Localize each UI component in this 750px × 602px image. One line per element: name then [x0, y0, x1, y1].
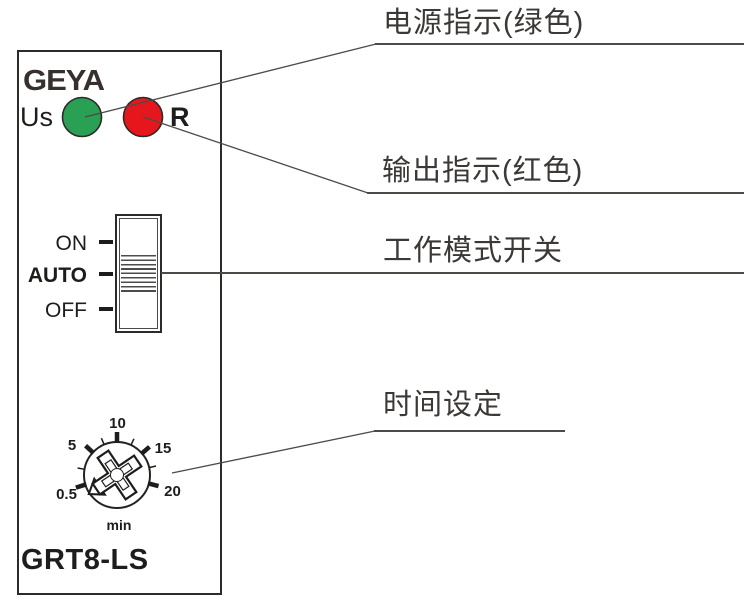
dial-scale-0.5: 0.5: [56, 486, 77, 503]
switch-position-on: ON: [55, 232, 88, 255]
dial-scale-20: 20: [164, 483, 181, 500]
mode-switch-track: [119, 218, 158, 329]
dial-center-hub: [110, 468, 124, 482]
dial-minor-ticks: [77, 437, 157, 471]
switch-position-off: OFF: [45, 299, 87, 322]
switch-tick-off: [99, 307, 113, 311]
time-dial[interactable]: 0.5 5 10 15 20 min: [40, 405, 190, 540]
dial-scale-15: 15: [155, 440, 172, 457]
switch-tick-auto: [99, 272, 113, 276]
mode-switch-knob[interactable]: [121, 255, 156, 294]
callout-time-setting: 时间设定: [383, 389, 504, 421]
callout-output-indicator: 输出指示(红色): [382, 155, 584, 187]
time-dial-knob[interactable]: [75, 440, 152, 514]
dial-unit-label: min: [107, 517, 132, 533]
device-panel: GEYA Us R ON AUTO OFF: [17, 50, 222, 595]
model-label: GRT8-LS: [21, 544, 149, 576]
dial-scale-5: 5: [68, 437, 76, 454]
dial-scale-10: 10: [109, 415, 126, 432]
output-led-label: R: [170, 102, 190, 132]
switch-tick-on: [99, 240, 113, 244]
callout-power-indicator: 电源指示(绿色): [383, 7, 585, 39]
power-led-label: Us: [20, 102, 53, 132]
switch-position-auto: AUTO: [27, 264, 87, 287]
mode-switch[interactable]: [115, 214, 162, 333]
dial-major-ticks: [75, 432, 160, 490]
brand-logo: GEYA: [23, 64, 105, 97]
callout-mode-switch: 工作模式开关: [383, 235, 564, 267]
